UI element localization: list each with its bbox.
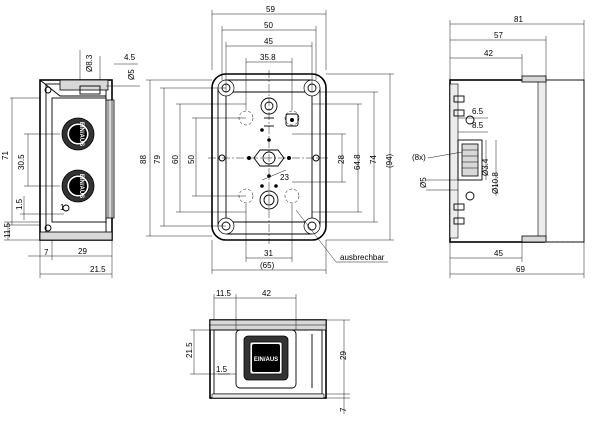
side-top-button: EIN/AUS bbox=[61, 117, 95, 151]
front-dim-45: 45 bbox=[264, 37, 273, 46]
front-dim-23: 23 bbox=[280, 173, 289, 182]
front-dim-35-8: 35.8 bbox=[260, 53, 276, 62]
side-bottom-button: EIN/AUS bbox=[61, 169, 95, 203]
front-dim-65: (65) bbox=[260, 261, 275, 270]
front-note-ausbrechbar: ausbrechbar bbox=[340, 253, 385, 262]
bottom-dim-11-5: 11.5 bbox=[216, 289, 232, 298]
side-dim-1: 1 bbox=[60, 203, 65, 212]
right-dim-8-5: 8.5 bbox=[472, 121, 484, 130]
right-dim-d10-8: Ø10.8 bbox=[491, 172, 500, 194]
side-dim-d8-3: Ø8.3 bbox=[85, 54, 94, 72]
side-dim-1-5: 1.5 bbox=[15, 198, 24, 210]
bottom-dim-7: 7 bbox=[339, 407, 348, 412]
right-view: 81 57 42 6.5 8.5 (8x) Ø3.4 Ø10.8 Ø5 45 6… bbox=[412, 15, 585, 278]
right-dim-d5: Ø5 bbox=[419, 177, 428, 188]
front-dim-50v: 50 bbox=[187, 155, 196, 164]
front-dim-50: 50 bbox=[264, 21, 273, 30]
front-dim-31: 31 bbox=[264, 249, 273, 258]
corner-screw-br bbox=[303, 217, 321, 235]
bottom-dim-29: 29 bbox=[339, 351, 348, 360]
side-dim-4-5: 4.5 bbox=[124, 53, 136, 62]
front-dim-64-8: 64.8 bbox=[353, 154, 362, 170]
right-dim-d3-4: Ø3.4 bbox=[481, 158, 490, 176]
side-bottom-button-label: EIN/AUS bbox=[78, 174, 84, 198]
side-dim-71: 71 bbox=[1, 151, 10, 160]
right-dim-45: 45 bbox=[494, 249, 503, 258]
side-dim-30-5: 30.5 bbox=[17, 154, 26, 170]
front-dim-88: 88 bbox=[139, 155, 148, 164]
front-dim-94: (94) bbox=[385, 153, 394, 168]
side-dim-7: 7 bbox=[44, 248, 49, 257]
front-dim-59: 59 bbox=[266, 5, 275, 14]
right-dim-57: 57 bbox=[494, 31, 503, 40]
side-top-button-label: EIN/AUS bbox=[78, 122, 84, 146]
front-dim-28: 28 bbox=[337, 155, 346, 164]
front-view: 59 50 45 35.8 88 79 60 50 28 bbox=[139, 5, 394, 274]
right-dim-42: 42 bbox=[484, 49, 493, 58]
bottom-dim-42: 42 bbox=[262, 289, 271, 298]
front-dim-60: 60 bbox=[171, 155, 180, 164]
side-view: EIN/AUS EIN/AUS Ø8.3 4.5 Ø5 71 30.5 1.5 bbox=[1, 50, 140, 278]
front-dim-79: 79 bbox=[153, 155, 162, 164]
side-dim-d5: Ø5 bbox=[127, 69, 136, 80]
bottom-dim-21-5: 21.5 bbox=[185, 342, 194, 358]
bottom-button-label: EIN/AUS bbox=[254, 357, 278, 363]
front-dim-74: 74 bbox=[369, 155, 378, 164]
right-dim-81: 81 bbox=[514, 15, 523, 24]
right-dim-6-5: 6.5 bbox=[472, 107, 484, 116]
right-dim-8x: (8x) bbox=[412, 153, 426, 162]
bottom-view: EIN/AUS 11.5 42 21.5 1.5 29 7 bbox=[185, 289, 350, 414]
side-dim-29: 29 bbox=[78, 247, 87, 256]
right-dim-69: 69 bbox=[516, 265, 525, 274]
bottom-dim-1-5: 1.5 bbox=[216, 365, 228, 374]
side-dim-11-5: 11.5 bbox=[3, 222, 12, 238]
front-bottom-gland bbox=[259, 190, 279, 210]
side-dim-21-5: 21.5 bbox=[90, 265, 106, 274]
